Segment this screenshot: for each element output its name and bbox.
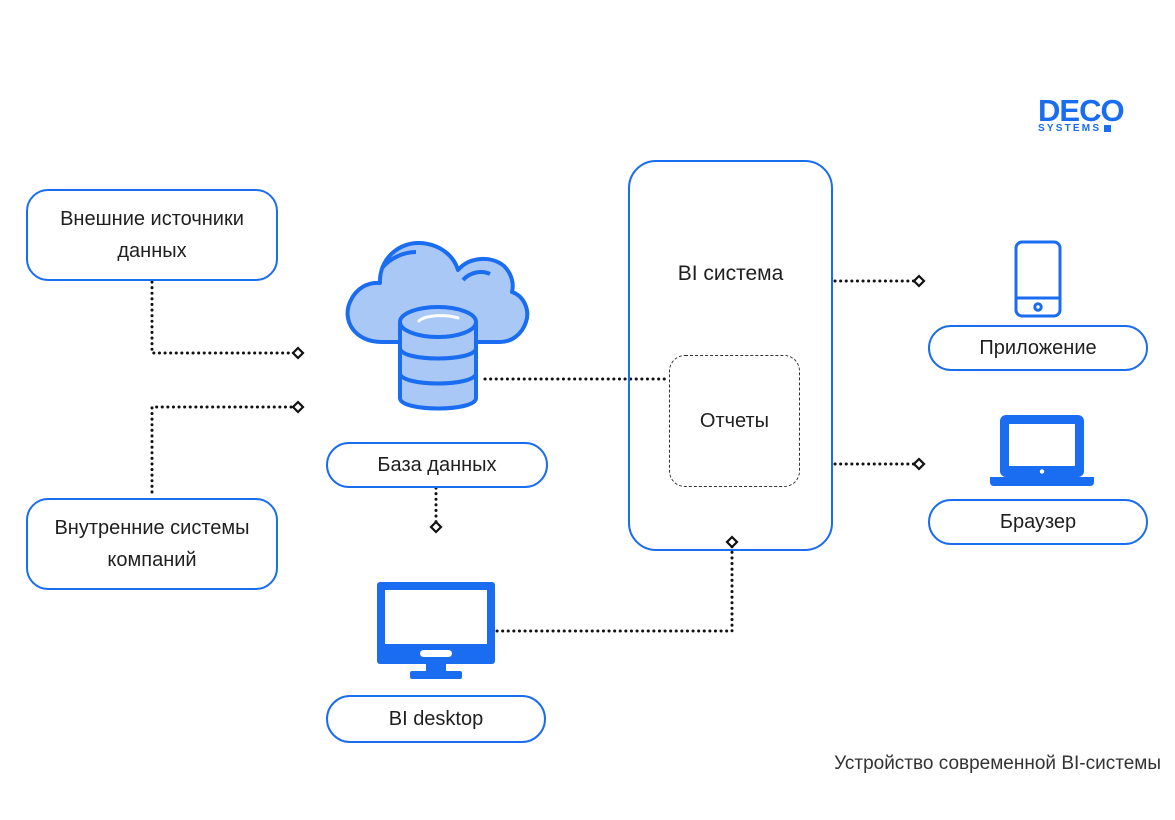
internal-systems-line1: Внутренние системы (54, 517, 250, 539)
database-label-text: База данных (377, 453, 497, 476)
bi-system-panel (628, 160, 833, 551)
diagram-caption: Устройство современной BI-системы (834, 753, 1161, 774)
external-sources-line2: данных (117, 240, 187, 262)
browser-label: Браузер (928, 499, 1148, 545)
logo-sub-row: SYSTEMS (1038, 123, 1112, 134)
app-label-text: Приложение (979, 336, 1097, 359)
reports-box: Отчеты (669, 355, 800, 487)
app-label: Приложение (928, 325, 1148, 371)
internal-systems-box: Внутренние системы компаний (26, 498, 278, 590)
arrow-head-app (912, 274, 926, 288)
internal-systems-line2: компаний (107, 549, 197, 571)
connector-desktop-to-bi (495, 544, 734, 633)
arrow-head-external (291, 346, 305, 360)
cloud-database-icon (345, 240, 530, 411)
reports-label: Отчеты (699, 409, 770, 432)
bi-system-title: BI система (677, 262, 784, 285)
connector-external-to-db (150, 280, 298, 355)
smartphone-icon (1014, 240, 1062, 318)
browser-label-text: Браузер (999, 510, 1077, 533)
external-sources-line1: Внешние источники (60, 208, 244, 230)
bi-desktop-label-text: BI desktop (388, 707, 484, 730)
database-label: База данных (326, 442, 548, 488)
bi-desktop-label: BI desktop (326, 695, 546, 743)
arrow-head-browser (912, 457, 926, 471)
deco-systems-logo: DECO SYSTEMS (1034, 95, 1130, 140)
desktop-monitor-icon (377, 582, 495, 679)
arrow-head-bi-bottom (725, 535, 739, 549)
logo-square-icon (1104, 125, 1112, 132)
connector-internal-to-db (150, 405, 298, 494)
logo-sub-text: SYSTEMS (1038, 123, 1102, 134)
logo-main-text: DECO (1038, 93, 1125, 128)
external-sources-box: Внешние источники данных (26, 189, 278, 281)
arrow-head-db-down (429, 520, 443, 534)
arrow-head-internal (291, 400, 305, 414)
laptop-icon (990, 415, 1094, 486)
